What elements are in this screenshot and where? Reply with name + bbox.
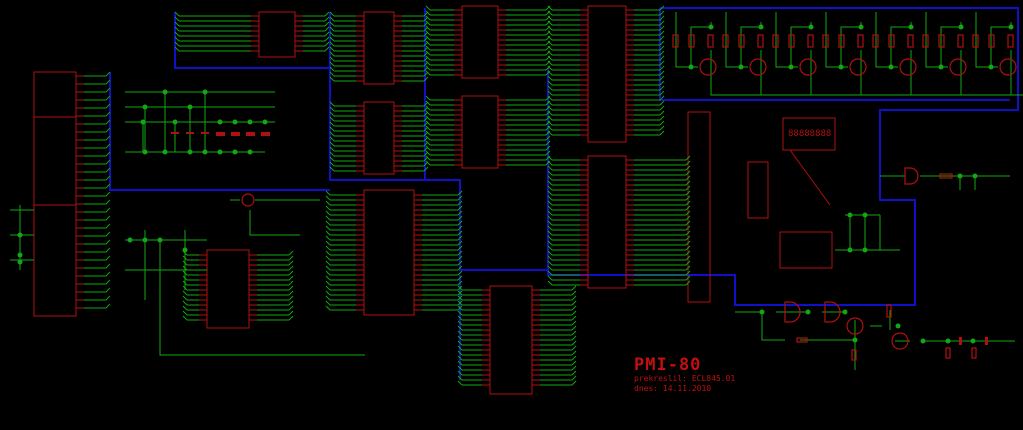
transistor-stage <box>972 12 1023 96</box>
ic-chips: 88888888 <box>33 5 836 395</box>
transistor-stage <box>922 12 1023 96</box>
u3-in-pins <box>329 101 364 172</box>
latch-out-pins <box>295 11 330 52</box>
clock-out-pins <box>249 250 294 321</box>
ic-ram <box>489 285 533 395</box>
date-label: dnes: <box>634 384 659 393</box>
generated-nets <box>76 5 691 386</box>
ppi-in-pins <box>325 190 364 311</box>
u2-in-pins <box>329 11 364 82</box>
date-value: 14.11.2010 <box>662 384 712 393</box>
ic-clock <box>206 249 250 329</box>
transistor-stage <box>772 12 888 96</box>
u5-out-pins <box>498 95 551 166</box>
u4-out-pins <box>498 5 551 76</box>
u5-in-pins <box>425 95 462 166</box>
ppi-out-pins <box>414 190 463 311</box>
redrawn-by-value: ECL845.01 <box>691 374 736 383</box>
ram-out-pins <box>532 285 577 386</box>
ic-u2 <box>363 11 395 85</box>
transistor-stage <box>872 12 978 96</box>
transistor-stages <box>672 12 1023 96</box>
cpu-in-pins <box>547 155 588 286</box>
u3-out-pins <box>394 101 429 172</box>
ram-in-pins <box>457 285 490 386</box>
clock-in-pins <box>182 250 207 321</box>
ic-rom <box>587 5 627 143</box>
connector-left <box>33 71 77 317</box>
ic-u12 <box>687 111 711 303</box>
ic-cpu <box>587 155 627 289</box>
ic-u3 <box>363 101 395 175</box>
rom-out-pins <box>626 5 665 136</box>
cpu-out-pins <box>626 155 691 286</box>
title-block: PMI-80 prekreslil: ECL845.01 dnes: 14.11… <box>634 356 735 394</box>
u4-in-pins <box>425 5 462 76</box>
ic-driver <box>779 231 833 269</box>
ic-latch-top <box>258 11 296 58</box>
display-digits: 88888888 <box>788 129 831 139</box>
latch-in-pins <box>174 11 259 52</box>
connector-pins <box>76 71 111 309</box>
ic-decoder <box>747 161 769 219</box>
date-line: dnes: 14.11.2010 <box>634 384 735 394</box>
ic-u4 <box>461 5 499 79</box>
output-stage <box>735 301 1015 370</box>
transistor-stage <box>722 12 843 96</box>
ic-ppi <box>363 189 415 316</box>
display-module <box>782 117 836 151</box>
left-misc <box>10 193 365 356</box>
capacitor-matrix <box>125 89 275 155</box>
reset-stage <box>835 167 1010 253</box>
transistor-stage <box>822 12 933 96</box>
ic-u5 <box>461 95 499 169</box>
redrawn-by-label: prekreslil: <box>634 374 687 383</box>
redrawn-by-line: prekreslil: ECL845.01 <box>634 374 735 384</box>
u2-out-pins <box>394 11 429 82</box>
transistor-stage <box>672 12 798 96</box>
schematic-title: PMI-80 <box>634 355 702 375</box>
rom-in-pins <box>547 5 588 136</box>
